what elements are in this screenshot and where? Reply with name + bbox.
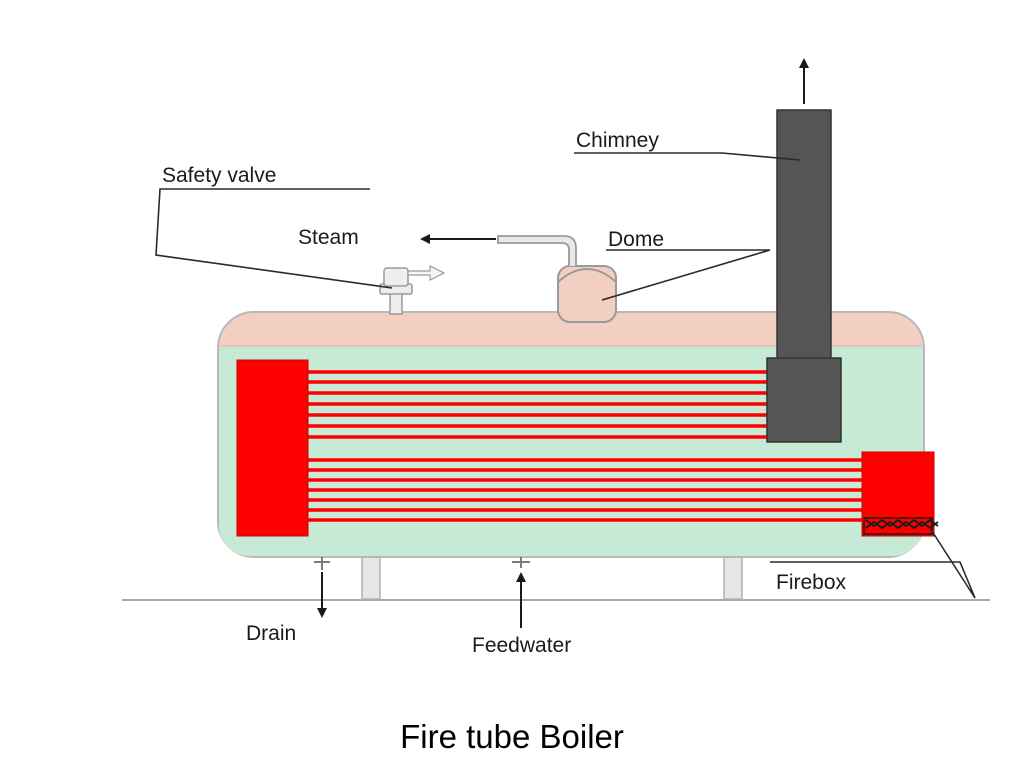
diagram-caption: Fire tube Boiler [400, 718, 624, 755]
chimney-leader [574, 152, 801, 161]
chimney-base [766, 357, 842, 443]
drain-nozzle [314, 557, 330, 570]
water-space [219, 346, 923, 556]
firebox-leader [770, 527, 976, 599]
grate [865, 518, 939, 530]
firebox-label: Firebox [776, 571, 847, 594]
safety-valve-label: Safety valve [162, 164, 276, 187]
steam-label: Steam [298, 226, 359, 249]
feedwater-nozzle [512, 557, 530, 568]
dome-label: Dome [608, 228, 664, 251]
dome-top [557, 268, 617, 283]
firebox-bed [863, 517, 933, 535]
support-leg-left [361, 554, 381, 600]
rear-smoke-chamber [236, 359, 309, 537]
feedwater-label: Feedwater [472, 634, 571, 657]
steam-pipe [497, 235, 577, 266]
safety-valve-leader [155, 188, 393, 289]
safety-valve [379, 265, 446, 315]
drain-label: Drain [246, 622, 296, 645]
support-leg-right [723, 554, 743, 600]
chimney-stack [776, 109, 832, 361]
fire-tubes [306, 370, 864, 522]
chimney-label: Chimney [576, 129, 659, 152]
dome-leader [601, 249, 771, 301]
